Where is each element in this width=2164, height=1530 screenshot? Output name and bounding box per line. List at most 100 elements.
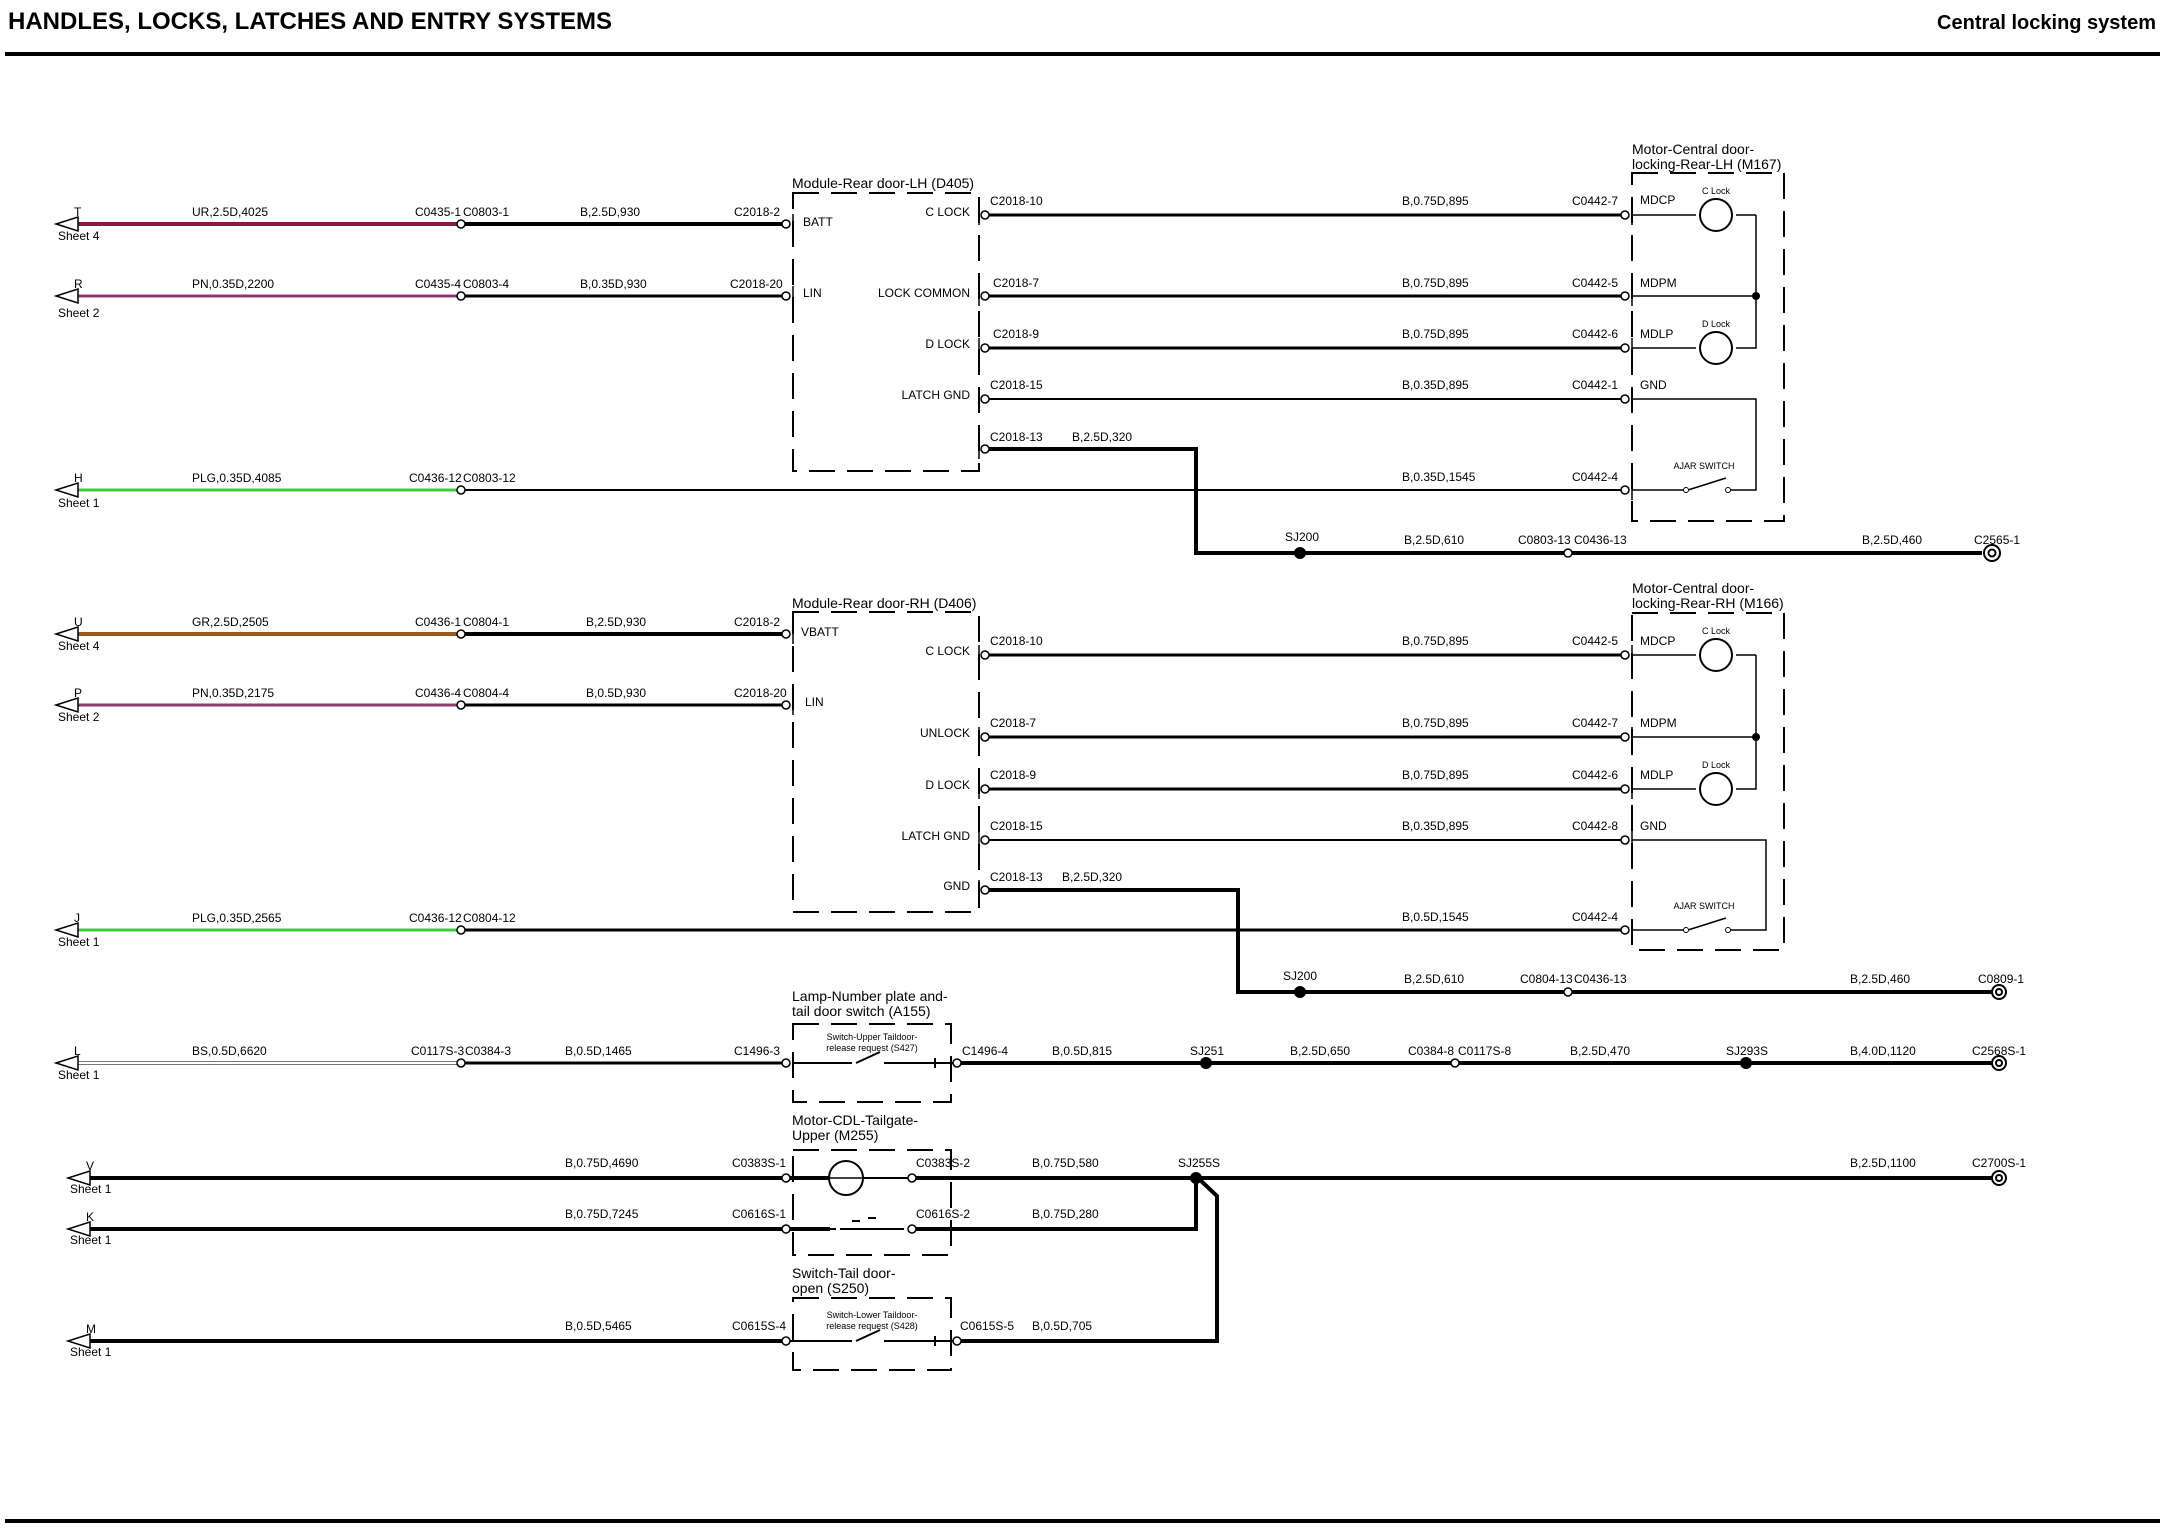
- cn-c0442-6-a: C0442-6: [1572, 327, 1618, 341]
- offsheet-M-letter: M: [86, 1322, 96, 1336]
- cn-c2018-9-b: C2018-9: [990, 768, 1036, 782]
- wl-d405-dlock: B,0.75D,895: [1402, 327, 1469, 341]
- d406-title: Module-Rear door-RH (D406): [792, 595, 976, 611]
- m166-title-2: locking-Rear-RH (M166): [1632, 595, 1784, 611]
- cn-c0442-5-b: C0442-5: [1572, 634, 1618, 648]
- wl-d406-320: B,2.5D,320: [1062, 870, 1122, 884]
- m167-ajar-contact-left: [1683, 487, 1689, 493]
- cn-c0616s-2: C0616S-2: [916, 1207, 970, 1221]
- cn-c0804-1: C0804-1: [463, 615, 509, 629]
- cn-c0384-8: C0384-8: [1408, 1044, 1454, 1058]
- splice-sj255s: SJ255S: [1178, 1156, 1220, 1170]
- cn-c0442-1: C0442-1: [1572, 378, 1618, 392]
- offsheet-H-sheet: Sheet 1: [58, 496, 100, 510]
- wl-d406-gnd: B,0.35D,895: [1402, 819, 1469, 833]
- cn-c2700s-1: C2700S-1: [1972, 1156, 2026, 1170]
- wl-gr-2505: GR,2.5D,2505: [192, 615, 269, 629]
- offsheet-P-letter: P: [74, 686, 82, 700]
- m167-pin-mdlp: MDLP: [1640, 327, 1673, 341]
- s250-inner-2: release request (S428): [826, 1321, 918, 1331]
- wl-d405-clock: B,0.75D,895: [1402, 194, 1469, 208]
- m166-d-lock-motor: [1699, 772, 1733, 806]
- wl-p-b-930: B,0.5D,930: [586, 686, 646, 700]
- cn-c0384-3: C0384-3: [465, 1044, 511, 1058]
- wl-pn-2200: PN,0.35D,2200: [192, 277, 274, 291]
- wl-m-705: B,0.5D,705: [1032, 1319, 1092, 1333]
- m255-title-2: Upper (M255): [792, 1127, 878, 1143]
- splice-sj200-b: SJ200: [1283, 969, 1317, 983]
- splice-sj200-a: SJ200: [1285, 530, 1319, 544]
- cn-c0436-12-a: C0436-12: [409, 471, 462, 485]
- d405-title: Module-Rear door-LH (D405): [792, 175, 974, 191]
- offsheet-J-sheet: Sheet 1: [58, 935, 100, 949]
- cn-c0436-12-b: C0436-12: [409, 911, 462, 925]
- m167-junction: [1752, 292, 1760, 300]
- cn-c0436-13-a: C0436-13: [1574, 533, 1627, 547]
- component-boxes: [792, 172, 1785, 1371]
- wires: [73, 213, 1994, 1343]
- cn-c0442-7-a: C0442-7: [1572, 194, 1618, 208]
- wl-k-7245: B,0.75D,7245: [565, 1207, 639, 1221]
- wl-h-1545: B,0.35D,1545: [1402, 470, 1476, 484]
- cn-c0442-7-b: C0442-7: [1572, 716, 1618, 730]
- d405-pin-batt: BATT: [803, 215, 833, 229]
- cn-c1496-4: C1496-4: [962, 1044, 1008, 1058]
- d405-pin-lock-common: LOCK COMMON: [878, 286, 970, 300]
- offsheet-U-letter: U: [74, 615, 83, 629]
- cn-c2018-10-b: C2018-10: [990, 634, 1043, 648]
- a155-title-1: Lamp-Number plate and-: [792, 988, 948, 1004]
- cn-c0435-4: C0435-4: [415, 277, 461, 291]
- box-d406: [792, 611, 980, 913]
- wl-r-b-930: B,0.35D,930: [580, 277, 647, 291]
- cn-c2018-15-a: C2018-15: [990, 378, 1043, 392]
- cn-c0803-12: C0803-12: [463, 471, 516, 485]
- wl-l-b-1465: B,0.5D,1465: [565, 1044, 632, 1058]
- wl-t-b-930: B,2.5D,930: [580, 205, 640, 219]
- offsheet-M-sheet: Sheet 1: [70, 1345, 112, 1359]
- a155-switch: [792, 1051, 957, 1068]
- cn-c2018-13-a: C2018-13: [990, 430, 1043, 444]
- splice-sj251: SJ251: [1190, 1044, 1224, 1058]
- offsheet-T-sheet: Sheet 4: [58, 229, 100, 243]
- offsheet-K-letter: K: [86, 1210, 94, 1224]
- cn-c2018-15-b: C2018-15: [990, 819, 1043, 833]
- m167-title-2: locking-Rear-LH (M167): [1632, 156, 1781, 172]
- wl-sj200-610-a: B,2.5D,610: [1404, 533, 1464, 547]
- box-d405: [792, 192, 980, 472]
- cn-c0803-4: C0803-4: [463, 277, 509, 291]
- wl-d405-common: B,0.75D,895: [1402, 276, 1469, 290]
- cn-c2565-1: C2565-1: [1974, 533, 2020, 547]
- cn-c0804-4: C0804-4: [463, 686, 509, 700]
- cn-c0615s-4: C0615S-4: [732, 1319, 786, 1333]
- wl-v-1100: B,2.5D,1100: [1850, 1156, 1916, 1170]
- d406-pin-vbatt: VBATT: [801, 625, 839, 639]
- cn-c0803-1: C0803-1: [463, 205, 509, 219]
- m167-pin-mdpm: MDPM: [1640, 276, 1677, 290]
- wl-l-815: B,0.5D,815: [1052, 1044, 1112, 1058]
- cn-c2018-10-a: C2018-10: [990, 194, 1043, 208]
- cn-c2018-7-a: C2018-7: [993, 276, 1039, 290]
- cn-c2018-7-b: C2018-7: [990, 716, 1036, 730]
- cn-c0435-1: C0435-1: [415, 205, 461, 219]
- offsheet-J-letter: J: [74, 911, 80, 925]
- d406-pin-unlock: UNLOCK: [920, 726, 970, 740]
- m166-ajar-contact-left: [1683, 927, 1689, 933]
- wl-plg-2565: PLG,0.35D,2565: [192, 911, 282, 925]
- m167-d-lock-label: D Lock: [1702, 319, 1731, 329]
- wl-k-280: B,0.75D,280: [1032, 1207, 1099, 1221]
- cn-c0803-13: C0803-13: [1518, 533, 1571, 547]
- m166-c-lock-motor: [1699, 638, 1733, 672]
- wl-l-1120: B,4.0D,1120: [1850, 1044, 1916, 1058]
- m166-ajar-contact-right: [1725, 927, 1731, 933]
- wl-d406-unlock: B,0.75D,895: [1402, 716, 1469, 730]
- cn-c0442-5-a: C0442-5: [1572, 276, 1618, 290]
- d405-pin-dlock: D LOCK: [925, 337, 970, 351]
- cn-c0442-4-a: C0442-4: [1572, 470, 1618, 484]
- cn-c1496-3: C1496-3: [734, 1044, 780, 1058]
- cn-c0117s-3: C0117S-3: [411, 1044, 464, 1058]
- m167-ajar-contact-right: [1725, 487, 1731, 493]
- m167-c-lock-label: C Lock: [1702, 186, 1731, 196]
- d406-pin-gnd: GND: [943, 879, 970, 893]
